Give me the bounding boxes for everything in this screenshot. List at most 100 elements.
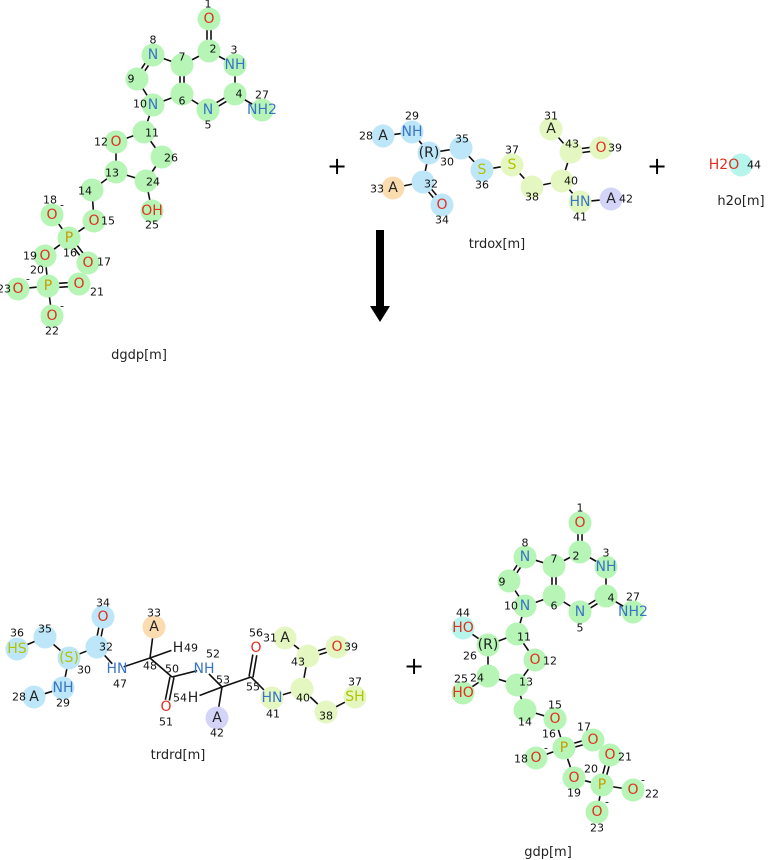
- gdp-atom-10-highlight: [513, 594, 537, 618]
- trdrd-atom-55: 55: [246, 681, 260, 694]
- trdrd-bond-53-54: [199, 686, 223, 697]
- trdox-atom-41-number: 41: [573, 211, 587, 224]
- trdrd-atom-33-number: 33: [147, 607, 161, 620]
- gdp-atom-3: NH3: [596, 547, 617, 576]
- trdrd-atom-31-highlight: [273, 626, 297, 650]
- dgdp-atom-2-number: 2: [210, 43, 217, 56]
- trdrd-atom-48: 48: [143, 660, 157, 673]
- gdp-atom-21-symbol: O: [604, 747, 615, 763]
- plus-sign-1: +: [327, 152, 347, 180]
- dgdp-atom-7-highlight: [170, 53, 194, 77]
- gdp-atom-23-symbol: O: [591, 804, 602, 820]
- trdox-atom-31: A31: [544, 110, 558, 138]
- trdox-atom-29-symbol: NH: [402, 124, 423, 140]
- dgdp-atom-18-symbol: O: [46, 207, 57, 223]
- trdox-atom-43: 43: [565, 138, 579, 151]
- gdp-atom-5: N5: [575, 604, 585, 635]
- h2o-atom-44-number: 44: [747, 159, 761, 172]
- trdrd-atom-33-symbol: A: [149, 619, 159, 635]
- trdrd-atom-54: H54: [173, 690, 198, 706]
- dgdp-atom-19-symbol: O: [39, 248, 50, 264]
- gdp-atom-19-number: 19: [567, 787, 581, 800]
- gdp-atom-16-symbol: P: [560, 740, 568, 756]
- trdrd-atom-34: O34: [96, 597, 110, 626]
- h2o-atom-44-highlight: [729, 153, 753, 177]
- trdrd-atom-37-highlight: [343, 685, 367, 709]
- gdp-atom-44-symbol: HO: [452, 620, 474, 636]
- trdrd-atom-32: 32: [99, 641, 113, 654]
- gdp-atom-1-highlight: [568, 511, 592, 535]
- trdox-atom-37-highlight: [500, 153, 524, 177]
- gdp-atom-20-number: 20: [584, 763, 598, 776]
- trdrd-atom-42-highlight: [205, 706, 229, 730]
- trdox-atom-33: A33: [370, 180, 398, 196]
- dgdp-atom-7: 7: [179, 51, 186, 64]
- gdp-atom-3-symbol: NH: [596, 559, 617, 575]
- gdp-atom-1-number: 1: [577, 502, 584, 515]
- trdox-atom-39-number: 39: [608, 142, 622, 155]
- gdp-atom-20-highlight: [590, 773, 614, 797]
- trdrd-atom-47-number: 47: [113, 678, 127, 691]
- trdox-atom-42-symbol: A: [606, 191, 616, 207]
- dgdp-atom-10: N10: [133, 97, 158, 113]
- gdp-atom-8-highlight: [513, 545, 537, 569]
- dgdp-atom-9-number: 9: [128, 73, 135, 86]
- trdrd-atom-56: O56: [249, 627, 263, 657]
- dgdp-atom-19-highlight: [33, 244, 57, 268]
- gdp-atom-16-highlight: [552, 736, 576, 760]
- trdrd-atom-36-highlight: [5, 637, 29, 661]
- trdox-atom-28-symbol: A: [378, 128, 388, 144]
- gdp-atom-7-highlight: [542, 554, 566, 578]
- trdrd-atom-49-number: 49: [184, 642, 198, 655]
- trdox-atom-28-number: 28: [359, 130, 373, 143]
- trdrd-atom-52-number: 52: [206, 648, 220, 661]
- gdp-atom-2-number: 2: [573, 550, 580, 563]
- gdp-atom-14-highlight: [513, 698, 537, 722]
- dgdp-atom-3-number: 3: [231, 44, 238, 57]
- dgdp-atom-9: 9: [128, 73, 135, 86]
- dgdp-atom-10-symbol: N: [148, 97, 158, 113]
- trdrd-atom-28: A28: [12, 689, 39, 705]
- trdrd-atom-37-symbol: SH: [345, 689, 364, 705]
- trdrd-atom-43-highlight: [296, 644, 320, 668]
- trdrd-atom-41-highlight: [260, 686, 284, 710]
- dgdp-atom-8-highlight: [141, 43, 165, 67]
- dgdp-atom-16-highlight: [57, 226, 81, 250]
- gdp-atom-15-highlight: [543, 707, 567, 731]
- dgdp-atom-14: 14: [78, 185, 92, 198]
- gdp-atom-18-highlight: [524, 746, 548, 770]
- trdox-atom-31-number: 31: [544, 110, 558, 123]
- trdrd-atom-51: O51: [159, 699, 173, 729]
- gdp-atom-26: (R)26: [463, 637, 498, 663]
- gdp-atom-15-number: 15: [548, 699, 562, 712]
- gdp-atom-11-highlight: [505, 622, 529, 646]
- dgdp-atom-7-number: 7: [179, 51, 186, 64]
- gdp-atom-4: 4: [608, 592, 615, 605]
- gdp-atom-26-symbol: (R): [478, 637, 499, 653]
- plus-sign-3: +: [404, 652, 424, 680]
- dgdp-atom-27-symbol: NH2: [247, 102, 277, 118]
- trdrd-atom-41-number: 41: [266, 708, 280, 721]
- trdrd-atom-41-symbol: HN: [262, 690, 283, 706]
- dgdp-atom-20-symbol: P: [44, 278, 52, 294]
- trdrd-atom-41: HN 41: [262, 690, 283, 721]
- dgdp-atom-26-number: 26: [164, 152, 178, 165]
- trdrd-atom-30-number: 30: [77, 664, 91, 677]
- gdp-atom-3-highlight: [594, 555, 618, 579]
- trdrd-bond-48-49: [149, 649, 172, 659]
- dgdp-atom-11-highlight: [132, 120, 156, 144]
- gdp-atom-21-highlight: [598, 743, 622, 767]
- trdrd-atom-40: 40: [296, 692, 310, 705]
- trdrd-bond-50-52: [171, 669, 198, 678]
- gdp-atom-11-number: 11: [517, 631, 531, 644]
- trdrd-atom-28-highlight: [22, 685, 46, 709]
